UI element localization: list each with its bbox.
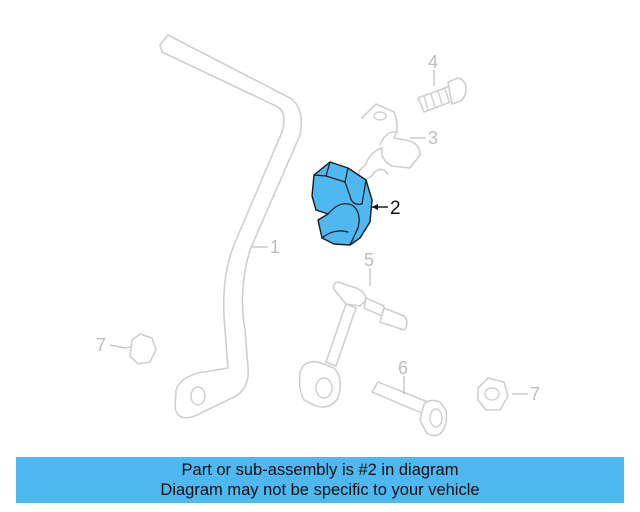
- callout-1: 1: [252, 237, 280, 257]
- callout-2: 2: [372, 198, 401, 219]
- callout-4: 4: [428, 52, 438, 86]
- nut-part-7-right: [477, 377, 509, 411]
- bracket-part-3: [357, 103, 421, 181]
- callout-label-5: 5: [364, 250, 374, 270]
- callout-label-6: 6: [398, 358, 408, 378]
- callout-3: 3: [410, 128, 438, 148]
- stabilizer-link-part-5: [298, 281, 408, 408]
- callout-label-4: 4: [428, 52, 438, 72]
- stabilizer-bar-part-1: [159, 34, 303, 419]
- info-banner: Part or sub-assembly is #2 in diagram Di…: [16, 457, 624, 503]
- callout-label-7-right: 7: [530, 384, 540, 404]
- parts-diagram: 1 4 3 2: [96, 34, 540, 437]
- callout-7-right: 7: [512, 384, 540, 404]
- bolt-part-4: [417, 77, 467, 113]
- callout-label-2: 2: [390, 198, 401, 219]
- banner-line-part-number: Part or sub-assembly is #2 in diagram: [181, 461, 459, 479]
- callout-label-1: 1: [270, 237, 280, 257]
- stabilizer-bushing-part-2: [311, 161, 373, 246]
- bolt-part-6: [371, 381, 448, 437]
- nut-part-7-left: [125, 333, 157, 365]
- callout-7-left: 7: [96, 335, 127, 355]
- banner-line-disclaimer: Diagram may not be specific to your vehi…: [160, 481, 480, 499]
- callout-label-7-left: 7: [96, 335, 106, 355]
- callout-6: 6: [398, 358, 408, 394]
- callout-label-3: 3: [428, 128, 438, 148]
- callout-5: 5: [364, 250, 374, 286]
